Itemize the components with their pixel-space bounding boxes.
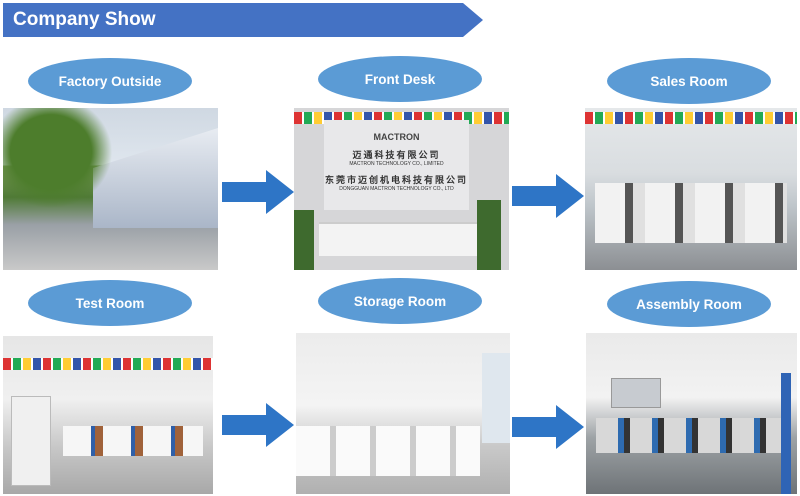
label-assembly-room: Assembly Room [607,281,771,327]
arrow-right-icon [222,170,294,214]
factory-outside-photo [3,108,218,270]
label-sales-room: Sales Room [607,58,771,104]
label-front-desk: Front Desk [318,56,482,102]
label-storage-room: Storage Room [318,278,482,324]
arrow-right-icon [512,174,584,218]
assembly-room-photo [586,333,797,494]
arrow-right-icon [512,405,584,449]
label-test-room: Test Room [28,280,192,326]
sign-en-line2: DONGGUAN MACTRON TECHNOLOGY CO., LTD [339,186,454,192]
arrow-right-icon [222,403,294,447]
company-logo-text: MACTRON [373,132,420,142]
sales-room-photo [585,108,797,270]
label-factory-outside: Factory Outside [28,58,192,104]
sign-cn-line2: 东莞市迈创机电科技有限公司 [324,175,468,185]
section-banner: Company Show [3,3,483,37]
sign-en-line1: MACTRON TECHNOLOGY CO., LIMITED [349,161,444,167]
storage-room-photo [296,333,510,494]
banner-title: Company Show [13,9,156,30]
test-room-photo [3,336,213,494]
sign-cn-line1: 迈通科技有限公司 [352,150,441,160]
front-desk-photo: MACTRON 迈通科技有限公司 MACTRON TECHNOLOGY CO.,… [294,108,509,270]
